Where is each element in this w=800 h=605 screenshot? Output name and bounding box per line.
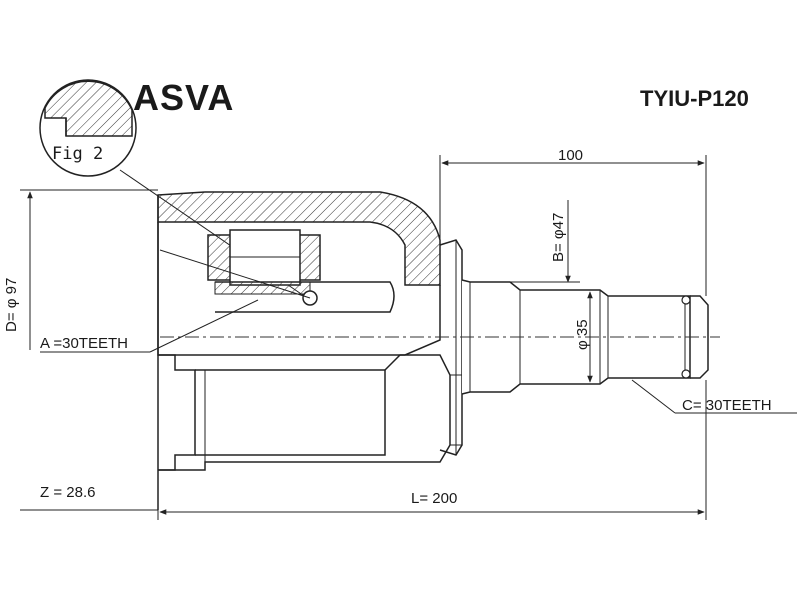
a-teeth-label: A =30TEETH xyxy=(40,335,128,352)
leader-c-teeth xyxy=(631,379,797,414)
dim-d-outer-label: D= φ 97 xyxy=(3,277,20,332)
leader-a-teeth xyxy=(40,299,259,353)
brand-logo: ASVA xyxy=(133,77,235,118)
fig2-label: Fig 2 xyxy=(52,144,104,164)
dim-length-100-label: 100 xyxy=(558,147,584,164)
c-teeth-label: C= 30TEETH xyxy=(682,397,772,414)
dim-length-100 xyxy=(439,155,707,296)
dim-b-diameter xyxy=(510,200,580,283)
inner-race xyxy=(159,229,395,313)
part-number: TYIU-P120 xyxy=(640,86,749,111)
dim-b-diameter-label: B= φ47 xyxy=(550,212,567,262)
dim-d-outer xyxy=(20,189,158,511)
dim-total-length xyxy=(157,380,707,520)
z-value-label: Z = 28.6 xyxy=(40,484,96,501)
fig2-detail xyxy=(39,79,311,301)
dim-shaft-diameter-label: φ 35 xyxy=(574,319,591,350)
dim-total-length-label: L= 200 xyxy=(411,490,458,507)
outer-housing xyxy=(157,191,463,510)
